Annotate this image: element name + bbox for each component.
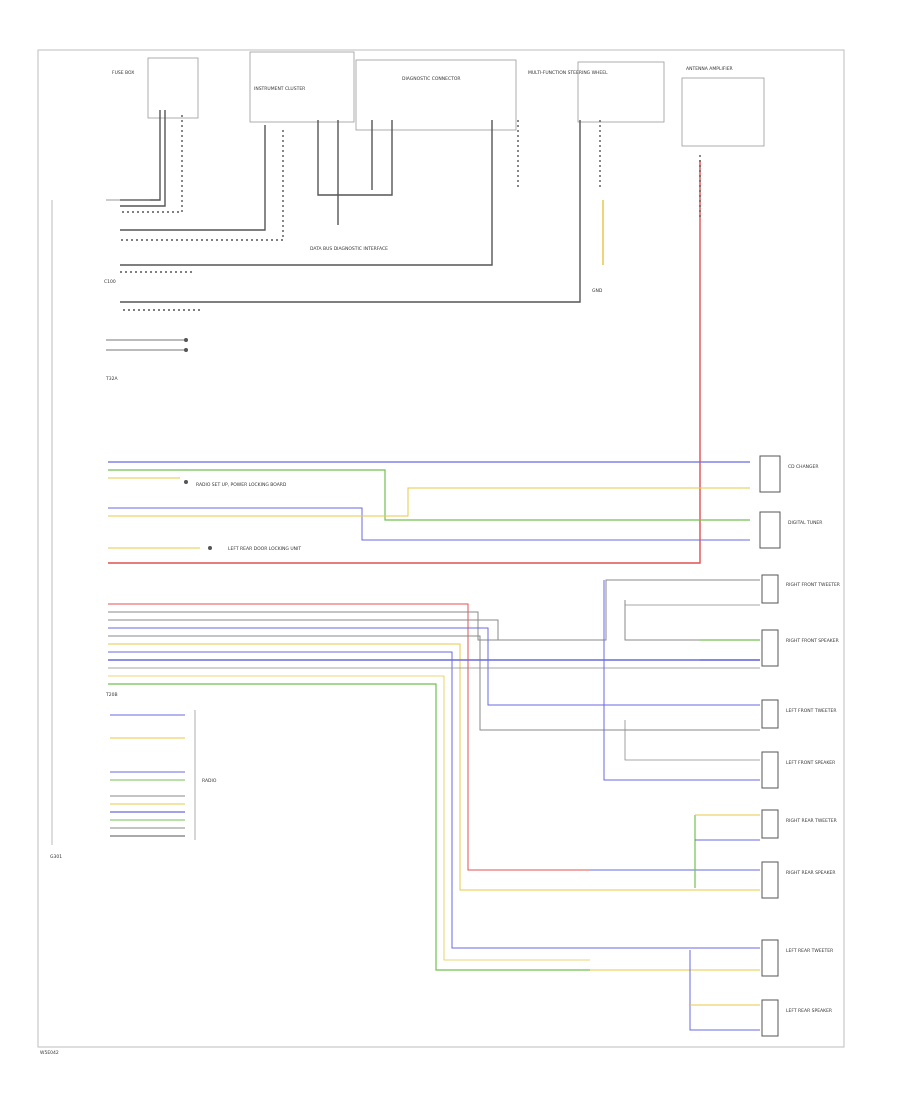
left-front-speaker-label: LEFT FRONT SPEAKER bbox=[786, 760, 835, 766]
digital-tuner: DIGITAL TUNER bbox=[759, 511, 822, 549]
ground-frame-label: G301 bbox=[50, 854, 62, 860]
digital-tuner-label: DIGITAL TUNER bbox=[788, 520, 822, 526]
red-power-wire bbox=[108, 160, 701, 564]
left-door-lock-label: LEFT REAR DOOR LOCKING UNIT bbox=[228, 546, 301, 552]
cd-changer-label: CD CHANGER bbox=[788, 464, 818, 470]
splice-c1-label: C100 bbox=[104, 279, 116, 285]
dimmer-module-label: RADIO SET UP, POWER LOCKING BOARD bbox=[196, 482, 287, 488]
connector-t32-label: T32A bbox=[105, 376, 118, 382]
diagnostic-conn-label: DIAGNOSTIC CONNECTOR bbox=[402, 76, 461, 82]
top-harness bbox=[120, 110, 604, 311]
fuse-box-label: FUSE BOX bbox=[112, 70, 134, 76]
ground-point-label: GND bbox=[592, 288, 603, 294]
steering-wheel-label: MULTI-FUNCTION STEERING WHEEL bbox=[528, 70, 608, 76]
antenna-amp-label: ANTENNA AMPLIFIER bbox=[686, 66, 733, 72]
connector-pins: T32A bbox=[105, 199, 188, 382]
right-front-speaker-label: RIGHT FRONT SPEAKER bbox=[786, 638, 839, 644]
data-bus-label: DATA BUS DIAGNOSTIC INTERFACE bbox=[310, 246, 388, 252]
diagram-frame bbox=[37, 49, 845, 1048]
right-rear-tweeter-label: RIGHT REAR TWEETER bbox=[786, 818, 837, 824]
right-rear-speaker-label: RIGHT REAR SPEAKER bbox=[786, 870, 836, 876]
cd-tuner-wiring: RADIO SET UP, POWER LOCKING BOARD LEFT R… bbox=[108, 461, 750, 552]
left-rear-tweeter-label: LEFT REAR TWEETER bbox=[786, 948, 833, 954]
left-front-tweeter-label: LEFT FRONT TWEETER bbox=[786, 708, 836, 714]
instrument-cluster-label: INSTRUMENT CLUSTER bbox=[254, 86, 305, 92]
speakers: RIGHT FRONT TWEETER RIGHT FRONT SPEAKER … bbox=[761, 574, 840, 1037]
radio-label: RADIO bbox=[202, 778, 217, 784]
cd-changer: CD CHANGER bbox=[759, 455, 818, 493]
bottom-connector: RADIO bbox=[110, 710, 217, 840]
speaker-right-wiring bbox=[590, 580, 760, 1031]
right-front-tweeter-label: RIGHT FRONT TWEETER bbox=[786, 582, 840, 588]
left-rear-speaker-label: LEFT REAR SPEAKER bbox=[786, 1008, 832, 1014]
connector-t20-label: T20B bbox=[105, 692, 118, 698]
speaker-harness: T20B bbox=[105, 579, 760, 971]
diagram-id: W5E042 bbox=[40, 1050, 59, 1056]
top-components: FUSE BOX INSTRUMENT CLUSTER DIAGNOSTIC C… bbox=[112, 51, 765, 294]
